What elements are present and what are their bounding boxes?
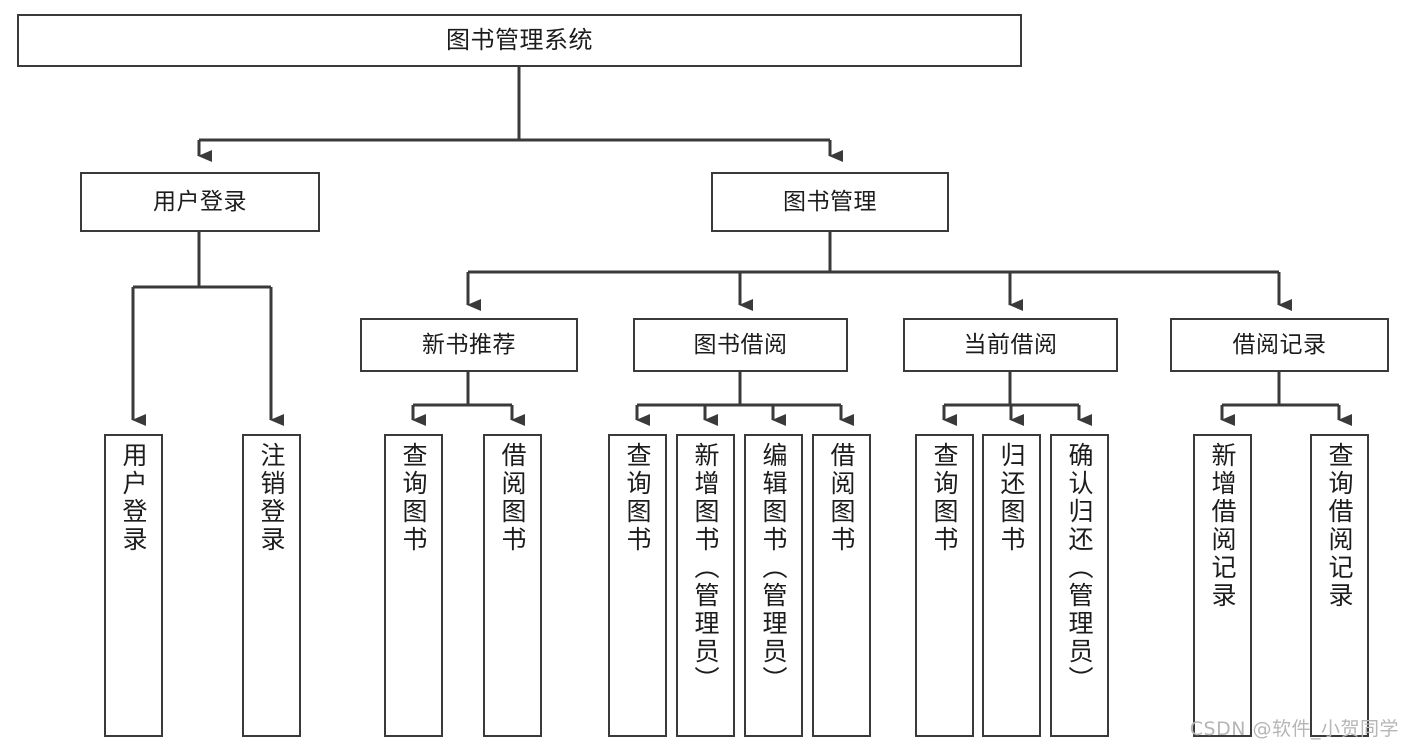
node-label: 当前借阅 <box>963 331 1058 358</box>
leaf-user-login[interactable]: 用户登录 <box>104 434 163 737</box>
node-label: 借阅记录 <box>1232 331 1327 358</box>
leaf-record-query-record[interactable]: 查询借阅记录 <box>1310 434 1369 737</box>
node-label: 用户登录 <box>153 188 247 215</box>
node-label: 确认归还（管理员） <box>1065 442 1094 694</box>
leaf-borrow-query-book[interactable]: 查询图书 <box>608 434 667 737</box>
leaf-borrow-borrow-book[interactable]: 借阅图书 <box>812 434 871 737</box>
node-book-borrow[interactable]: 图书借阅 <box>633 318 848 372</box>
node-label: 借阅图书 <box>498 442 527 554</box>
leaf-record-add-record[interactable]: 新增借阅记录 <box>1193 434 1252 737</box>
node-current-borrow[interactable]: 当前借阅 <box>903 318 1118 372</box>
leaf-current-return-book[interactable]: 归还图书 <box>982 434 1041 737</box>
watermark-text: CSDN @软件_小贺同学 <box>1189 718 1399 740</box>
node-label: 用户登录 <box>119 442 148 554</box>
node-label: 查询图书 <box>399 442 428 554</box>
leaf-user-logout[interactable]: 注销登录 <box>242 434 301 737</box>
node-label: 图书管理 <box>783 188 877 215</box>
node-label: 查询借阅记录 <box>1325 442 1354 610</box>
node-label: 查询图书 <box>623 442 652 554</box>
leaf-current-confirm-return[interactable]: 确认归还（管理员） <box>1050 434 1109 737</box>
leaf-borrow-edit-book[interactable]: 编辑图书（管理员） <box>744 434 803 737</box>
node-label: 注销登录 <box>257 442 286 554</box>
leaf-borrow-add-book[interactable]: 新增图书（管理员） <box>676 434 735 737</box>
node-label: 查询图书 <box>930 442 959 554</box>
node-label: 归还图书 <box>997 442 1026 554</box>
node-user-login[interactable]: 用户登录 <box>80 172 320 232</box>
node-label: 图书管理系统 <box>446 25 593 54</box>
node-borrow-record[interactable]: 借阅记录 <box>1170 318 1389 372</box>
node-label: 图书借阅 <box>693 331 788 358</box>
node-label: 新书推荐 <box>422 331 516 358</box>
leaf-recommend-borrow-book[interactable]: 借阅图书 <box>483 434 542 737</box>
node-new-book-recommend[interactable]: 新书推荐 <box>360 318 578 372</box>
leaf-recommend-query-book[interactable]: 查询图书 <box>384 434 443 737</box>
node-label: 编辑图书（管理员） <box>759 442 788 694</box>
node-root-system[interactable]: 图书管理系统 <box>17 14 1022 67</box>
node-label: 借阅图书 <box>827 442 856 554</box>
leaf-current-query-book[interactable]: 查询图书 <box>915 434 974 737</box>
node-label: 新增借阅记录 <box>1208 442 1237 610</box>
node-book-manage[interactable]: 图书管理 <box>711 172 949 232</box>
node-label: 新增图书（管理员） <box>691 442 720 694</box>
